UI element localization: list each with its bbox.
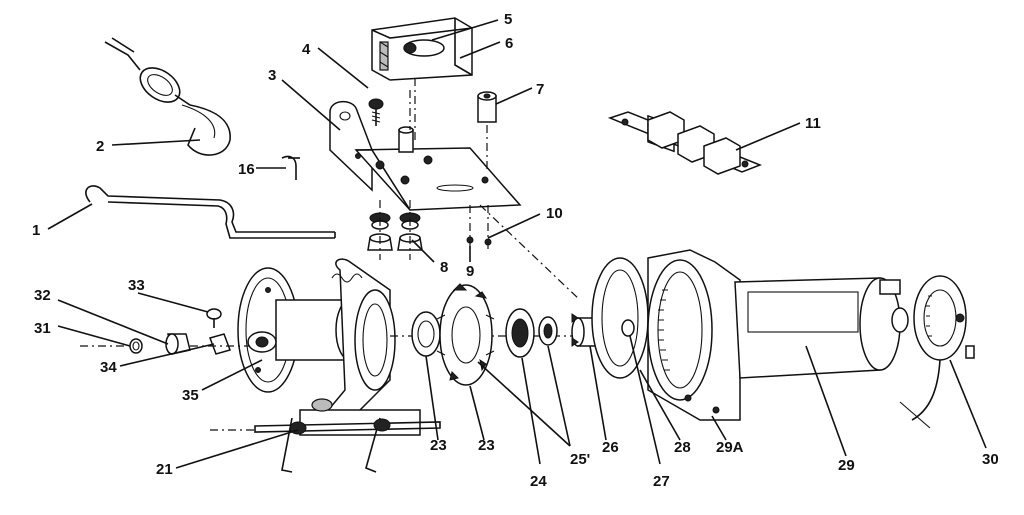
part-nuts-washers	[367, 200, 423, 260]
part-drum-housing	[237, 258, 421, 436]
part-thrust-washer-left	[411, 311, 441, 357]
assembly-guide	[479, 204, 581, 301]
part-motor	[734, 277, 909, 379]
part-hook-strap	[104, 37, 231, 156]
label-31: 31	[34, 320, 51, 337]
part-gear-carrier	[436, 283, 495, 386]
label-32: 32	[34, 287, 51, 304]
label-11: 11	[805, 115, 821, 132]
label-2: 2	[96, 138, 104, 155]
label-3: 3	[268, 67, 276, 84]
label-8: 8	[440, 259, 448, 276]
part-pin	[281, 155, 300, 180]
label-4: 4	[302, 41, 311, 58]
part-small-screws	[466, 205, 492, 252]
part-gear-housing	[647, 249, 741, 421]
part-tie-rod	[210, 417, 441, 473]
label-26: 26	[602, 439, 619, 456]
part-bushings	[80, 308, 250, 355]
part-thrust-washer-right	[505, 308, 558, 358]
part-control-box	[371, 17, 473, 81]
label-34: 34	[100, 359, 117, 376]
label-24: 23	[478, 437, 495, 454]
part-solenoid-board	[607, 111, 763, 175]
label-21: 21	[156, 461, 173, 478]
label-33: 33	[128, 277, 145, 294]
leader-lines	[47, 19, 987, 469]
label-28: 28	[674, 439, 691, 456]
part-bolts	[368, 78, 488, 170]
part-mounting-bracket	[329, 100, 522, 211]
part-handle-rod	[85, 185, 336, 239]
label-23-right: 24	[530, 473, 547, 490]
label-35: 35	[182, 387, 199, 404]
label-16: 16	[238, 161, 255, 178]
label-23-left: 23	[430, 437, 447, 454]
label-9: 9	[466, 263, 474, 280]
label-30: 30	[982, 451, 999, 468]
label-7: 7	[536, 81, 544, 98]
label-5: 5	[504, 11, 512, 28]
label-6: 6	[505, 35, 513, 52]
part-spacer	[477, 91, 497, 123]
part-labels: 1 2 3 4 5 6 7 8 9 10 11 16 21 23 23 24 2…	[32, 11, 999, 490]
label-29: 29	[838, 457, 855, 474]
label-25: 25'	[570, 451, 590, 468]
label-10: 10	[546, 205, 563, 222]
part-end-cap	[899, 275, 975, 429]
label-27: 27	[653, 473, 670, 490]
part-brake-housing	[591, 257, 649, 379]
label-1: 1	[32, 222, 40, 239]
label-29A: 29A	[716, 439, 744, 456]
